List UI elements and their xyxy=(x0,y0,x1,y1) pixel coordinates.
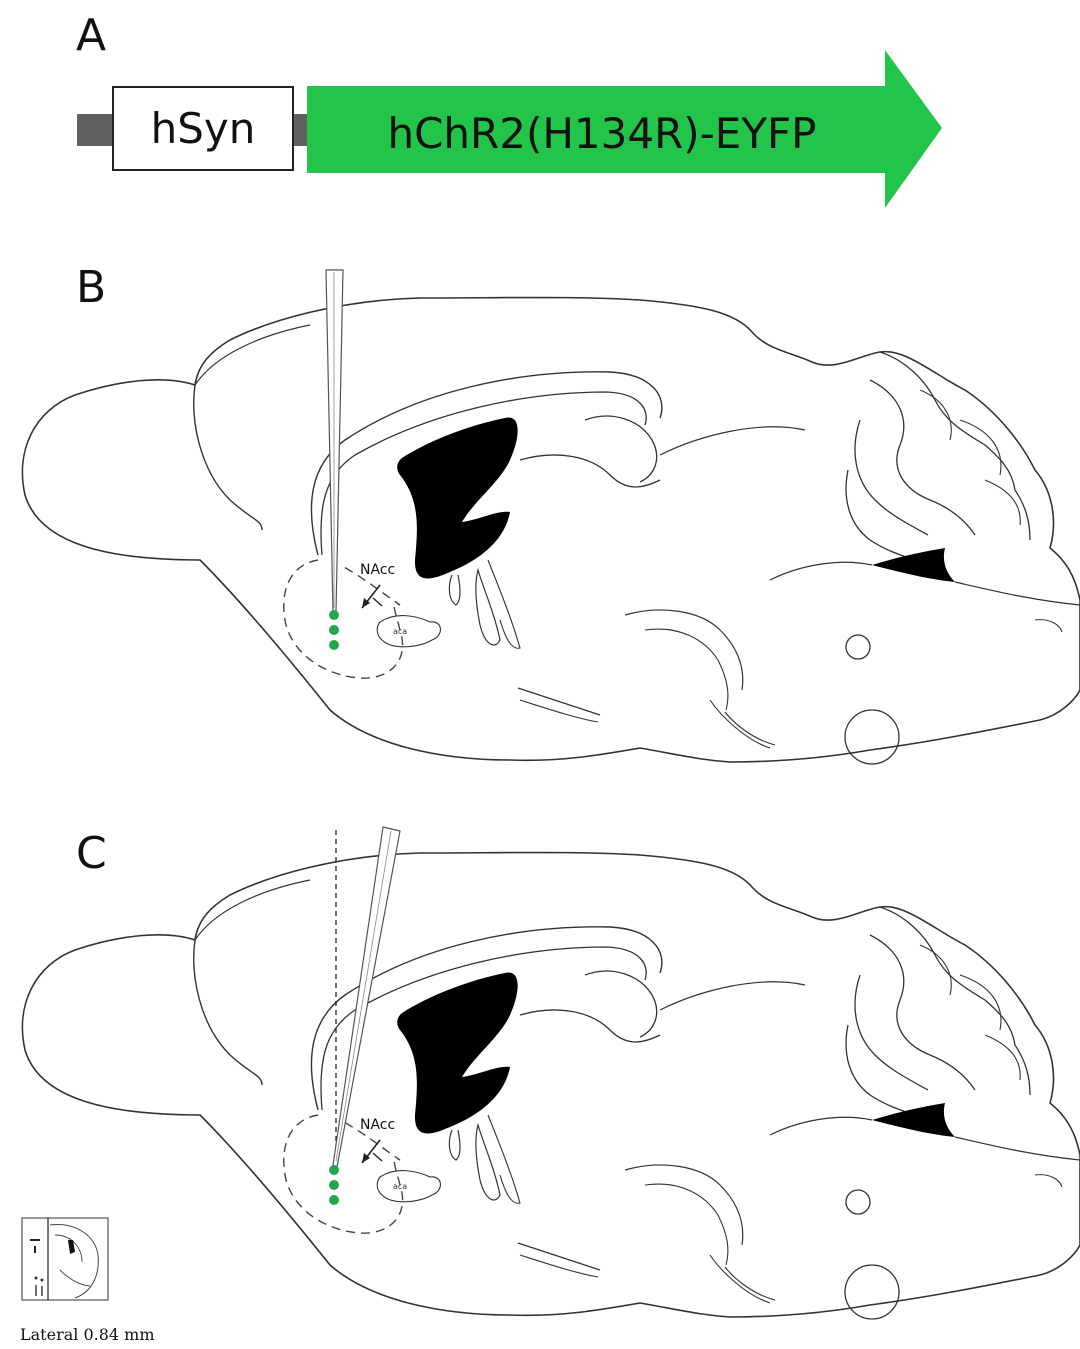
aca-label: aca xyxy=(393,1182,407,1191)
coronal-inset xyxy=(22,1218,108,1300)
promoter-label: hSyn xyxy=(151,104,256,153)
injection-dot xyxy=(329,610,339,620)
brain-section-b: NAcc aca xyxy=(22,270,1080,764)
nacc-label: NAcc xyxy=(360,1117,395,1133)
inset-caption: Lateral 0.84 mm xyxy=(20,1325,155,1344)
backbone-right xyxy=(293,114,307,146)
injection-dot xyxy=(329,640,339,650)
injection-dot xyxy=(329,1165,339,1175)
injection-dot xyxy=(329,1195,339,1205)
aca-label: aca xyxy=(393,627,407,636)
vertical-cannula xyxy=(326,270,343,612)
injection-dot xyxy=(329,625,339,635)
backbone-left xyxy=(77,114,115,146)
gene-label: hChR2(H134R)-EYFP xyxy=(387,109,816,158)
nacc-label: NAcc xyxy=(360,562,395,578)
brain-section-c: NAcc aca xyxy=(22,827,1080,1319)
injection-dot xyxy=(329,1180,339,1190)
